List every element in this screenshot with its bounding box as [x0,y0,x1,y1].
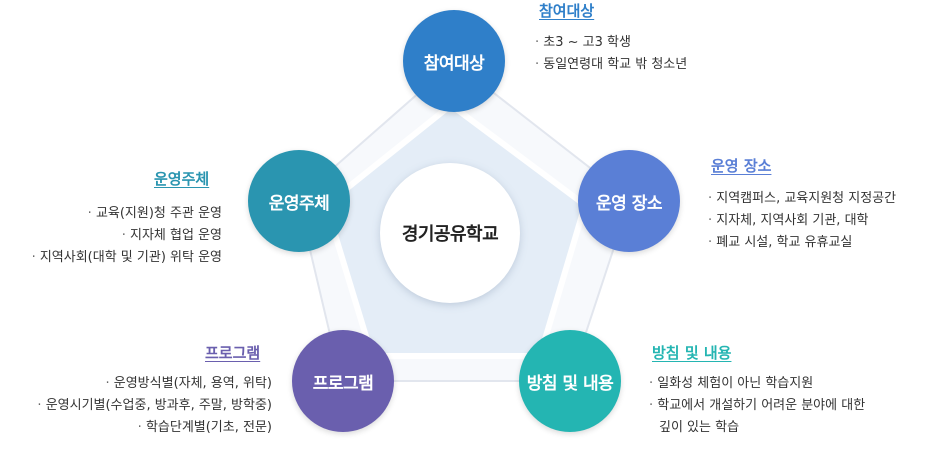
policy-list: 일화성 체험이 아닌 학습지원 학교에서 개설하기 어려운 분야에 대한 깊이 … [649,373,865,439]
list-item-continuation: 깊이 있는 학습 [659,420,740,435]
participants-title: 참여대상 [539,2,595,20]
list-item: 학습단계별(기초, 전문) [37,417,272,439]
node-participants-label: 참여대상 [423,53,485,74]
participants-list: 초3 ~ 고3 학생 동일연령대 학교 밖 청소년 [535,32,687,76]
list-item: 지자체 협업 운영 [32,225,222,247]
node-location-label: 운영 장소 [596,193,662,214]
list-item: 교육(지원)청 주관 운영 [32,203,222,225]
list-item: 운영방식별(자체, 용역, 위탁) [37,373,272,395]
list-item: 초3 ~ 고3 학생 [535,32,687,54]
center-circle: 경기공유학교 [380,163,520,303]
program-list: 운영방식별(자체, 용역, 위탁) 운영시기별(수업중, 방과후, 주말, 방학… [37,373,272,439]
list-item: 폐교 시설, 학교 유휴교실 [708,232,896,254]
center-label: 경기공유학교 [401,224,499,245]
node-program-label: 프로그램 [312,373,374,394]
list-item: 지역캠퍼스, 교육지원청 지정공간 [708,188,896,210]
node-operator-label: 운영주체 [268,193,330,214]
list-item: 학교에서 개설하기 어려운 분야에 대한 [649,395,865,417]
operator-list: 교육(지원)청 주관 운영 지자체 협업 운영 지역사회(대학 및 기관) 위탁… [32,203,222,269]
list-item: 지역사회(대학 및 기관) 위탁 운영 [32,247,222,269]
location-title: 운영 장소 [711,157,772,175]
list-item: 지자체, 지역사회 기관, 대학 [708,210,896,232]
node-participants: 참여대상 [403,10,505,112]
program-title: 프로그램 [205,344,261,362]
list-item: 운영시기별(수업중, 방과후, 주말, 방학중) [37,395,272,417]
node-location: 운영 장소 [578,150,680,252]
node-operator: 운영주체 [248,150,350,252]
location-list: 지역캠퍼스, 교육지원청 지정공간 지자체, 지역사회 기관, 대학 폐교 시설… [708,188,896,254]
policy-title: 방침 및 내용 [652,344,732,362]
node-policy-label: 방침 및 내용 [526,373,614,394]
operator-title: 운영주체 [154,170,210,188]
node-program: 프로그램 [292,330,394,432]
list-item: 동일연령대 학교 밖 청소년 [535,54,687,76]
list-item: 일화성 체험이 아닌 학습지원 [649,373,865,395]
node-policy: 방침 및 내용 [519,330,621,432]
